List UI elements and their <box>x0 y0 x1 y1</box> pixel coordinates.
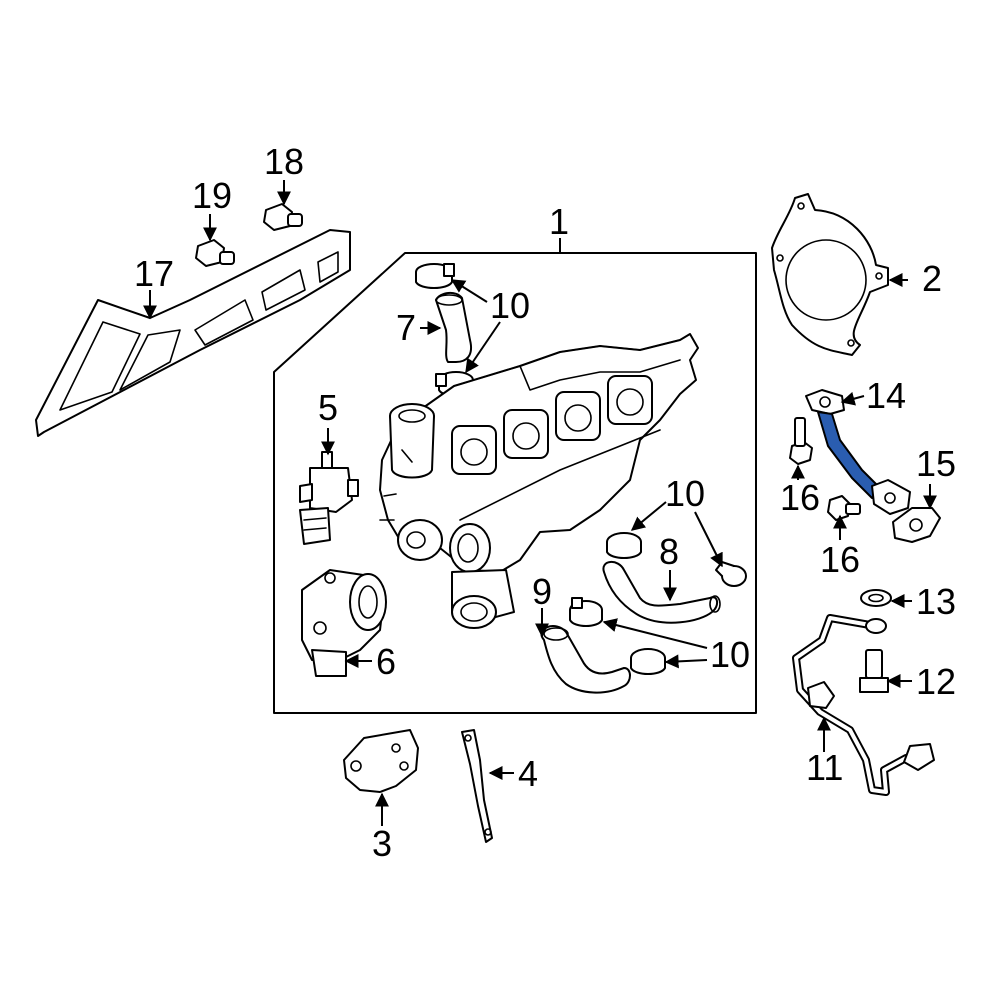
callout-1[interactable]: 1 <box>549 201 569 242</box>
part-5-solenoid-valve[interactable] <box>299 451 359 545</box>
callout-5[interactable]: 5 <box>318 387 338 428</box>
callout-4[interactable]: 4 <box>518 753 538 794</box>
part-1-turbocharger[interactable] <box>379 333 699 629</box>
part-10-clamp-top[interactable] <box>415 263 455 289</box>
callout-9[interactable]: 9 <box>532 571 552 612</box>
part-10-clamp-right-end[interactable] <box>715 561 747 587</box>
callout-10-right[interactable]: 10 <box>665 473 705 514</box>
part-19-bolt[interactable] <box>195 239 235 267</box>
assembly-frame <box>273 252 757 714</box>
callout-10-top[interactable]: 10 <box>490 285 530 326</box>
callout-15[interactable]: 15 <box>916 443 956 484</box>
part-8-hose[interactable] <box>602 561 721 624</box>
callout-2[interactable]: 2 <box>922 258 942 299</box>
part-4-strap-bracket[interactable] <box>461 729 493 843</box>
leader-lines <box>143 180 937 826</box>
callout-16-upper[interactable]: 16 <box>780 477 820 518</box>
part-10-clamp-lower-right[interactable] <box>630 648 666 675</box>
part-7-hose[interactable] <box>435 292 472 363</box>
callout-8[interactable]: 8 <box>659 531 679 572</box>
part-12-banjo-bolt[interactable] <box>859 649 889 693</box>
part-15-gasket[interactable] <box>892 507 941 543</box>
part-10-clamp-lower-left[interactable] <box>569 597 603 627</box>
callout-12[interactable]: 12 <box>916 661 956 702</box>
callout-6[interactable]: 6 <box>376 641 396 682</box>
callout-18[interactable]: 18 <box>264 141 304 182</box>
callout-3[interactable]: 3 <box>372 823 392 864</box>
callout-10-bottom[interactable]: 10 <box>710 634 750 675</box>
part-3-bracket[interactable] <box>343 729 419 793</box>
part-6-actuator[interactable] <box>301 569 387 677</box>
callout-16-lower[interactable]: 16 <box>820 539 860 580</box>
part-16-bolt-lower[interactable] <box>827 495 861 521</box>
part-9-hose[interactable] <box>540 625 631 694</box>
callout-17[interactable]: 17 <box>134 253 174 294</box>
callout-labels: 1 2 3 4 5 6 7 8 9 10 10 10 11 12 13 14 1… <box>134 141 956 864</box>
callout-19[interactable]: 19 <box>192 175 232 216</box>
callout-7[interactable]: 7 <box>396 307 416 348</box>
callout-14[interactable]: 14 <box>866 375 906 416</box>
callout-11[interactable]: 11 <box>806 747 843 788</box>
part-2-gasket[interactable] <box>771 193 889 356</box>
part-17-heat-shield[interactable] <box>35 229 351 437</box>
part-10-clamp-right-upper[interactable] <box>606 532 642 559</box>
callout-13[interactable]: 13 <box>916 581 956 622</box>
part-16-bolt-upper[interactable] <box>789 417 813 465</box>
part-13-washer[interactable] <box>860 589 892 607</box>
part-11-oil-feed-line[interactable] <box>792 614 935 796</box>
part-18-bolt[interactable] <box>263 203 303 231</box>
part-14-oil-line[interactable] <box>805 389 911 515</box>
